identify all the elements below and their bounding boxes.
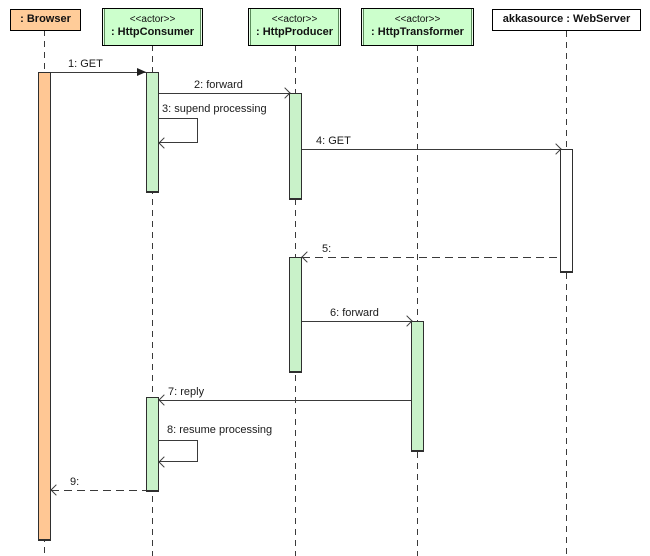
participant-webserver-name: akkasource : WebServer: [502, 13, 631, 26]
message-9-label: 9:: [70, 476, 80, 488]
participant-browser: : Browser: [10, 9, 81, 31]
message-9-line: [51, 490, 146, 491]
participant-httpconsumer-name: : HttpConsumer: [110, 26, 195, 39]
activation-httpproducer-1: [289, 93, 302, 200]
message-1-label: 1: GET: [68, 58, 103, 70]
participant-httpconsumer: <<actor>> : HttpConsumer: [102, 8, 203, 46]
activation-httptransformer: [411, 321, 424, 452]
message-3-label: 3: supend processing: [162, 103, 267, 115]
message-4-label: 4: GET: [316, 135, 351, 147]
message-5-arrowhead: [301, 251, 313, 263]
message-8-label: 8: resume processing: [167, 424, 273, 436]
message-1-line: [51, 72, 146, 73]
lifeline-webserver: [566, 31, 567, 556]
activation-httpconsumer-2: [146, 397, 159, 492]
participant-httptransformer: <<actor>> : HttpTransformer: [361, 8, 474, 46]
activation-webserver: [560, 149, 573, 273]
lifeline-httptransformer: [417, 45, 418, 556]
message-5-line: [302, 257, 560, 258]
message-3-self-loop: [159, 118, 198, 143]
message-2-label: 2: forward: [194, 79, 243, 91]
activation-browser: [38, 72, 51, 541]
message-7-line: [159, 400, 411, 401]
message-5-label: 5:: [322, 243, 332, 255]
lifeline-httpconsumer: [152, 45, 153, 556]
activation-httpconsumer-1: [146, 72, 159, 193]
message-6-label: 6: forward: [330, 307, 379, 319]
message-8-self-loop: [159, 440, 198, 462]
activation-httpproducer-2: [289, 257, 302, 373]
participant-httpconsumer-stereotype: <<actor>>: [129, 13, 176, 25]
participant-httpproducer: <<actor>> : HttpProducer: [248, 8, 341, 46]
participant-httpproducer-stereotype: <<actor>>: [271, 13, 318, 25]
participant-httpproducer-name: : HttpProducer: [256, 26, 333, 39]
message-2-line: [159, 93, 289, 94]
message-6-line: [302, 321, 411, 322]
message-4-line: [302, 149, 560, 150]
participant-webserver: akkasource : WebServer: [492, 9, 641, 31]
message-7-label: 7: reply: [168, 386, 205, 398]
participant-httptransformer-stereotype: <<actor>>: [394, 13, 441, 25]
participant-httptransformer-name: : HttpTransformer: [371, 26, 464, 39]
message-1-arrowhead: [137, 68, 146, 76]
message-9-arrowhead: [50, 484, 62, 496]
participant-browser-name: : Browser: [20, 13, 71, 26]
